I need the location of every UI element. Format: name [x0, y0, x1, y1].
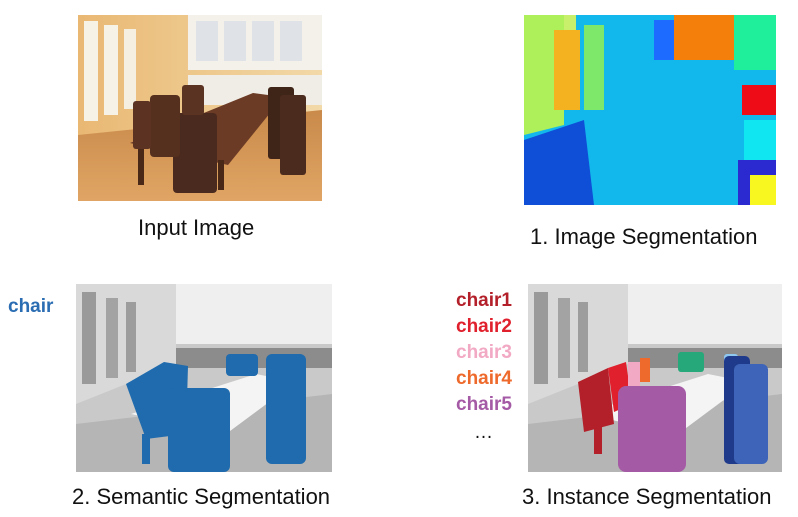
instance-segmentation-caption: 3. Instance Segmentation [522, 484, 772, 509]
instance-segmentation-panel [528, 284, 782, 472]
input-image [78, 15, 322, 201]
instance-label-chair2: chair2 [456, 316, 512, 337]
image-segmentation-map [524, 15, 776, 205]
semantic-segmentation-map [76, 284, 332, 472]
semantic-segmentation-caption: 2. Semantic Segmentation [72, 484, 331, 509]
input-image-caption: Input Image [138, 215, 255, 240]
instance-label-chair3: chair3 [456, 342, 512, 363]
input-image-panel [78, 15, 322, 201]
image-segmentation-panel [524, 15, 776, 205]
instance-label-ellipsis: … [474, 422, 493, 443]
semantic-segmentation-panel [76, 284, 332, 472]
instance-segmentation-map [528, 284, 782, 472]
instance-label-chair1: chair1 [456, 290, 512, 311]
image-segmentation-caption: 1. Image Segmentation [530, 224, 758, 249]
semantic-chair-label: chair [8, 296, 54, 317]
instance-label-chair4: chair4 [456, 368, 512, 389]
instance-label-chair5: chair5 [456, 394, 512, 415]
